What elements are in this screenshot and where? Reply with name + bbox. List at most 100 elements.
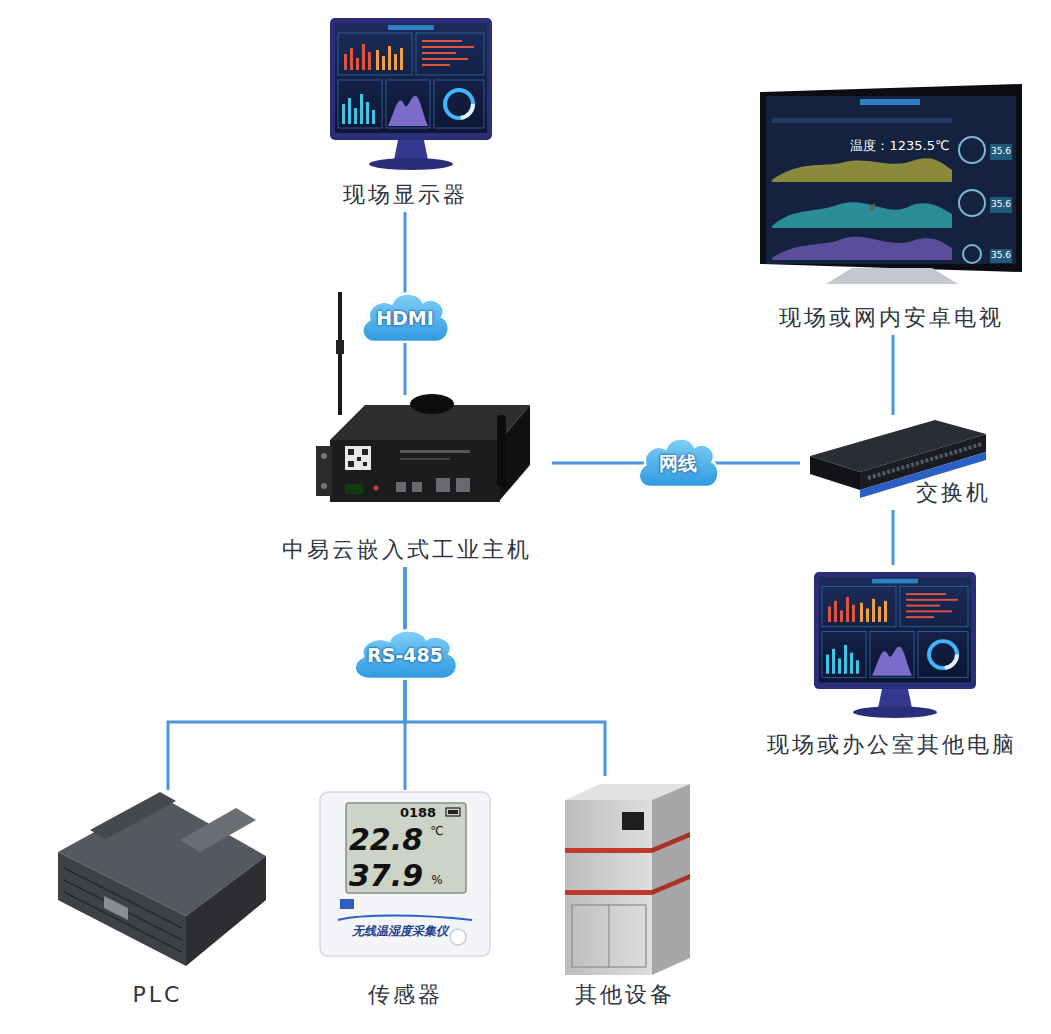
link-label: RS-485 — [348, 624, 462, 686]
host-illustration-part — [321, 453, 327, 459]
cloud-badge: HDMI — [357, 287, 453, 349]
equipment-illustration-part — [652, 874, 690, 895]
host-illustration-part-part — [357, 457, 361, 461]
equipment-illustration-part — [652, 832, 690, 853]
device-node: 现场显示器 — [300, 12, 510, 212]
device-node: 交换机 — [800, 415, 995, 510]
equipment-illustration-part — [652, 784, 690, 975]
screen-text: 35.6 — [991, 251, 1011, 261]
host-illustration-part-part — [348, 461, 354, 467]
host-illustration-part — [396, 478, 470, 492]
tv-illustration-part — [772, 202, 952, 228]
tv-illustration-part — [772, 118, 952, 123]
device-node: 现场或网内安卓电视 — [755, 80, 1027, 335]
sensor-illustration-part — [448, 810, 458, 814]
sensor-illustration-part — [340, 899, 354, 909]
cable-line — [892, 510, 895, 565]
screen-text: % — [431, 874, 442, 887]
equipment-illustration-part — [565, 800, 652, 975]
tv-illustration-part-part — [990, 197, 1012, 213]
host-illustration-part — [348, 449, 368, 467]
device-caption: 现场显示器 — [343, 182, 468, 208]
device-caption: 交换机 — [916, 480, 991, 506]
cloud-badge: 网线 — [634, 432, 722, 494]
device-node: 其他设备 — [555, 776, 695, 1012]
host-illustration-part — [330, 440, 500, 502]
host-illustration-part — [410, 394, 454, 414]
device-caption: 中易云嵌入式工业主机 — [282, 537, 532, 563]
cable-line — [892, 335, 895, 415]
tv-illustration-part-part — [990, 144, 1012, 160]
screen-text: 22.8 — [349, 823, 423, 856]
host-illustration-part — [400, 450, 470, 453]
sensor-illustration-part — [346, 803, 466, 893]
plc-illustration-part-part — [64, 868, 182, 928]
device-node: PLC — [45, 790, 270, 1012]
tv-illustration-part — [959, 137, 985, 263]
plc-illustration-part — [64, 868, 182, 952]
tv-illustration-part — [772, 237, 952, 260]
sensor-illustration-part — [320, 792, 490, 956]
plc-illustration-part-part — [64, 892, 182, 952]
plc-illustration-part — [104, 896, 128, 920]
tv-illustration-part-part — [990, 249, 1012, 263]
screen-text: 35.6 — [991, 200, 1011, 210]
equipment-illustration-part — [565, 848, 652, 853]
switch-illustration-part-part — [870, 203, 875, 211]
equipment-illustration-part — [608, 905, 610, 967]
sensor-illustration-part — [450, 929, 466, 945]
screen-text: 35.6 — [991, 147, 1011, 157]
tv-illustration-part-part — [963, 245, 981, 263]
tv-illustration-part-part — [959, 137, 985, 163]
host-illustration-part — [374, 486, 379, 491]
plc-illustration-part — [180, 808, 256, 852]
plc-illustration-part-part — [64, 880, 182, 940]
screen-text: 0188 — [400, 806, 436, 820]
tv-illustration-part — [766, 96, 1016, 264]
plc-illustration-part — [186, 856, 266, 966]
sensor-illustration-part — [446, 808, 460, 816]
host-illustration-part — [336, 340, 344, 354]
screen-text: 37.9 — [349, 859, 423, 892]
host-illustration-part-part — [436, 478, 450, 492]
sensor-illustration — [320, 792, 490, 956]
equipment-illustration-part — [572, 905, 646, 967]
equipment-illustration — [565, 784, 690, 975]
link-label: HDMI — [357, 287, 453, 349]
host-illustration-part — [321, 483, 327, 489]
device-caption: 其他设备 — [575, 982, 675, 1008]
switch-illustration-part — [810, 456, 860, 490]
device-caption: 现场或办公室其他电脑 — [767, 732, 1017, 758]
device-node: 中易云嵌入式工业主机 — [262, 395, 552, 567]
host-illustration-part-part — [363, 462, 367, 466]
host-illustration-part-part — [362, 449, 368, 455]
host-illustration-part — [497, 415, 506, 487]
screen-text: ℃ — [430, 825, 443, 838]
device-node: 现场或办公室其他电脑 — [752, 565, 1032, 762]
plc-illustration-part — [90, 792, 176, 839]
screen-text: 无线温湿度采集仪 — [352, 925, 448, 938]
host-illustration-part — [345, 484, 363, 494]
link-label: 网线 — [634, 432, 722, 494]
equipment-illustration-part — [565, 890, 652, 895]
host-illustration-part-part — [456, 478, 470, 492]
host-illustration-part — [345, 446, 371, 470]
host-illustration-part-part — [412, 482, 422, 492]
switch-illustration-part — [868, 444, 982, 478]
host-illustration-part-part — [348, 449, 354, 455]
tv-illustration-part — [990, 144, 1012, 263]
equipment-illustration-part — [622, 812, 644, 830]
tv-illustration-part — [760, 84, 1022, 272]
cloud-badge: RS-485 — [348, 624, 462, 686]
tv-illustration-part — [772, 158, 952, 182]
screen-text: 温度：1235.5℃ — [850, 139, 949, 153]
tv-illustration-part-part — [959, 190, 985, 216]
switch-illustration-part — [870, 203, 875, 211]
plc-illustration — [58, 792, 266, 966]
host-illustration-part — [316, 446, 332, 496]
device-caption: 现场或网内安卓电视 — [779, 305, 1004, 331]
device-caption: PLC — [133, 982, 183, 1008]
